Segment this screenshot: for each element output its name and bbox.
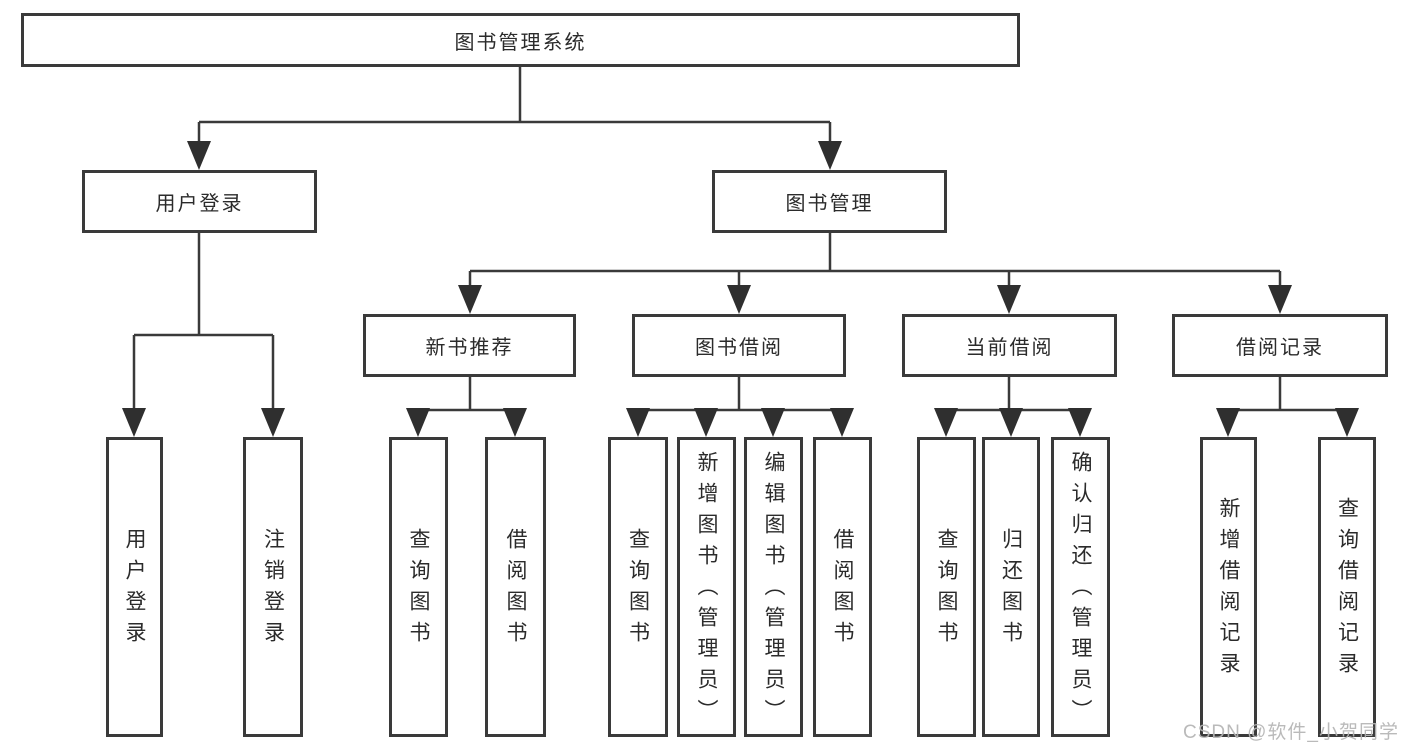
arrowhead bbox=[997, 285, 1021, 314]
arrowhead bbox=[761, 408, 785, 437]
leaf-add-borrow-record: 新增借阅记录 bbox=[1200, 437, 1257, 737]
arrowhead bbox=[503, 408, 527, 437]
leaf-user-login: 用户登录 bbox=[106, 437, 163, 737]
arrowhead bbox=[818, 141, 842, 170]
arrowhead bbox=[1216, 408, 1240, 437]
leaf-borrow-books-recommend: 借阅图书 bbox=[485, 437, 546, 737]
arrowhead bbox=[261, 408, 285, 437]
node-new-book-recommendation: 新书推荐 bbox=[363, 314, 576, 377]
leaf-query-books-current: 查询图书 bbox=[917, 437, 976, 737]
arrowhead bbox=[1268, 285, 1292, 314]
leaf-add-books-admin: 新增图书（管理员） bbox=[677, 437, 736, 737]
arrowhead bbox=[934, 408, 958, 437]
node-user-login: 用户登录 bbox=[82, 170, 317, 233]
arrowhead bbox=[694, 408, 718, 437]
node-book-borrowing: 图书借阅 bbox=[632, 314, 846, 377]
arrowheads bbox=[122, 141, 1359, 437]
node-current-borrowing: 当前借阅 bbox=[902, 314, 1117, 377]
node-book-management: 图书管理 bbox=[712, 170, 947, 233]
arrowhead bbox=[727, 285, 751, 314]
leaf-query-borrow-record: 查询借阅记录 bbox=[1318, 437, 1376, 737]
arrowhead bbox=[122, 408, 146, 437]
arrowhead bbox=[187, 141, 211, 170]
arrowhead bbox=[406, 408, 430, 437]
leaf-return-books: 归还图书 bbox=[982, 437, 1040, 737]
arrowhead bbox=[1335, 408, 1359, 437]
arrowhead bbox=[830, 408, 854, 437]
arrowhead bbox=[999, 408, 1023, 437]
csdn-watermark: CSDN @软件_小贺同学 bbox=[1183, 722, 1399, 743]
arrowhead bbox=[458, 285, 482, 314]
leaf-query-books-borrowing: 查询图书 bbox=[608, 437, 668, 737]
node-borrowing-records: 借阅记录 bbox=[1172, 314, 1388, 377]
arrowhead bbox=[1068, 408, 1092, 437]
arrowhead bbox=[626, 408, 650, 437]
leaf-query-books-recommend: 查询图书 bbox=[389, 437, 448, 737]
leaf-logout: 注销登录 bbox=[243, 437, 303, 737]
leaf-edit-books-admin: 编辑图书（管理员） bbox=[744, 437, 803, 737]
node-library-management-system: 图书管理系统 bbox=[21, 13, 1020, 67]
leaf-confirm-return-admin: 确认归还（管理员） bbox=[1051, 437, 1110, 737]
leaf-borrow-books-borrowing: 借阅图书 bbox=[813, 437, 872, 737]
